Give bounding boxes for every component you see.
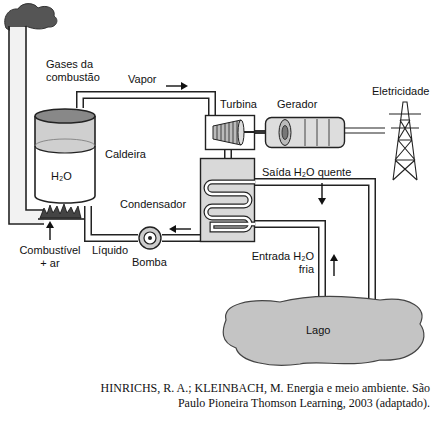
pipe-wall bbox=[88, 206, 138, 238]
chimney-fill bbox=[10, 27, 25, 223]
generator-part bbox=[317, 119, 318, 146]
pipe-connector bbox=[255, 224, 338, 304]
condenser-shape bbox=[200, 158, 255, 242]
condenser-part bbox=[206, 182, 255, 230]
tower-part bbox=[389, 102, 421, 180]
boiler-shape bbox=[33, 108, 97, 206]
condenser-part bbox=[201, 159, 255, 242]
fuel-arrow bbox=[49, 226, 50, 240]
generator-shape bbox=[265, 117, 345, 148]
turbine-part bbox=[229, 123, 230, 143]
flow-label: Saída H₂O quente bbox=[262, 166, 351, 179]
wire bbox=[345, 127, 385, 128]
wire bbox=[345, 132, 385, 133]
pump-part bbox=[148, 236, 152, 240]
pump-shape bbox=[138, 226, 162, 250]
pump-part bbox=[139, 227, 161, 249]
pipe-connector bbox=[162, 225, 200, 238]
connectors bbox=[80, 82, 385, 306]
arrow-head bbox=[318, 198, 326, 205]
boiler-part bbox=[35, 139, 95, 146]
boiler-node: CaldeiraH₂O bbox=[33, 108, 97, 206]
pump-drawing bbox=[139, 227, 161, 249]
pipe-bore bbox=[162, 236, 200, 241]
pipe-wall bbox=[80, 95, 212, 115]
lake-node: Lago bbox=[220, 290, 428, 368]
node-label: Caldeira bbox=[105, 148, 146, 161]
generator-part bbox=[282, 126, 288, 140]
pipe-connector bbox=[228, 150, 229, 158]
generator-drawing bbox=[266, 118, 345, 148]
generator-part bbox=[329, 119, 330, 146]
lake-part bbox=[223, 297, 424, 366]
flow-label: Líquido bbox=[92, 244, 128, 257]
flame bbox=[40, 204, 81, 218]
node-label: Gerador bbox=[277, 98, 317, 111]
condenser-part bbox=[206, 182, 255, 230]
turbine-part bbox=[217, 125, 218, 140]
node-label: Lago bbox=[306, 324, 330, 337]
source-caption: HINRICHS, R. A.; KLEINBACH, M. Energia e… bbox=[78, 381, 430, 411]
pipe-bore bbox=[88, 206, 138, 238]
pipe-connector bbox=[255, 182, 372, 306]
annotation-label: Combustível + ar bbox=[16, 244, 84, 270]
turbine-part bbox=[238, 120, 244, 145]
turbine-node: Turbina bbox=[205, 115, 255, 150]
generator-node: Gerador bbox=[265, 117, 345, 148]
boiler-drawing bbox=[35, 109, 95, 203]
burner-grate bbox=[38, 218, 84, 220]
boiler-part bbox=[35, 116, 95, 203]
shaft-connector bbox=[255, 132, 265, 133]
pipe-wall bbox=[162, 234, 200, 242]
node-label: H₂O bbox=[51, 170, 72, 183]
arrow-head bbox=[169, 225, 176, 233]
pipe-bore bbox=[226, 150, 231, 158]
boiler-part bbox=[35, 109, 95, 123]
pipe-wall bbox=[255, 182, 372, 306]
flow-label: Entrada H₂O fria bbox=[246, 250, 314, 276]
fuel-arrow-head bbox=[46, 221, 54, 228]
pipe-bore bbox=[80, 95, 212, 115]
boiler-part bbox=[35, 146, 95, 153]
turbine-part bbox=[244, 131, 255, 133]
generator-part bbox=[305, 119, 306, 146]
generator-part bbox=[266, 118, 345, 148]
tower-drawing bbox=[389, 102, 421, 180]
turbine-drawing bbox=[206, 116, 256, 150]
turbine-part bbox=[225, 123, 226, 141]
node-label: Bomba bbox=[132, 256, 167, 269]
node-label: Turbina bbox=[220, 98, 257, 111]
smoke bbox=[5, 4, 57, 31]
turbine-part bbox=[221, 124, 222, 141]
shaft bbox=[255, 130, 265, 134]
node-label: Eletricidade bbox=[372, 85, 429, 98]
turbine-shape bbox=[205, 115, 255, 150]
turbine-part bbox=[237, 121, 238, 144]
condenser-node: Condensador bbox=[200, 158, 255, 242]
pipe-wall bbox=[224, 150, 232, 158]
tower-shape bbox=[385, 100, 425, 180]
turbine-part bbox=[233, 122, 234, 143]
wire-connector bbox=[345, 128, 385, 133]
generator-part bbox=[279, 120, 291, 146]
pump-part bbox=[144, 232, 156, 244]
flow-label: Vapor bbox=[128, 73, 157, 86]
pump-node: Bomba bbox=[138, 226, 162, 250]
annotation-label: Gases da combustão bbox=[46, 58, 108, 84]
lake-drawing bbox=[223, 297, 424, 366]
condenser-drawing bbox=[201, 159, 256, 242]
tower-node: Eletricidade bbox=[385, 100, 425, 180]
pipe-connector bbox=[88, 206, 138, 238]
turbine-part bbox=[206, 116, 255, 150]
pipe-connector bbox=[80, 82, 212, 115]
boiler-part bbox=[35, 146, 95, 203]
node-label: Condensador bbox=[120, 198, 186, 211]
arrow-head bbox=[181, 82, 188, 90]
pipe-bore bbox=[255, 182, 372, 306]
turbine-part bbox=[213, 120, 241, 145]
arrow-head bbox=[330, 254, 338, 261]
